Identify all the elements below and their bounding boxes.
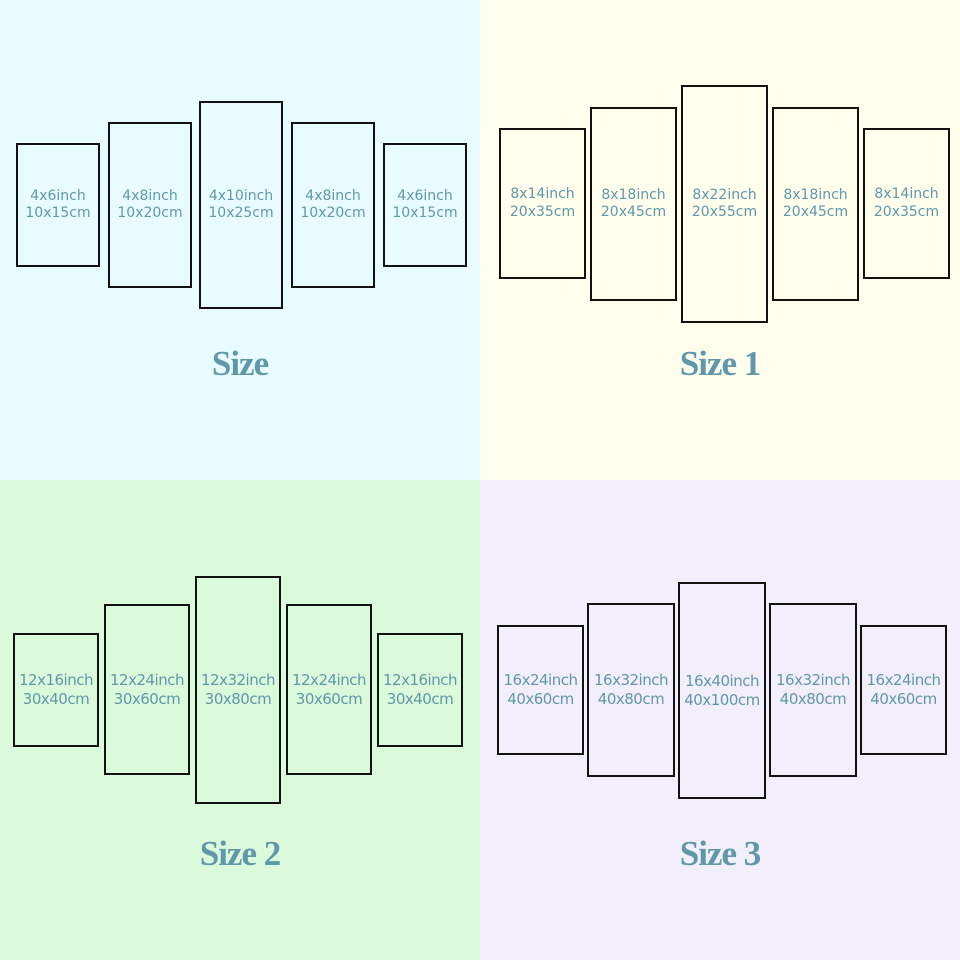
panel-label: 4x6inch 10x15cm	[392, 188, 457, 223]
canvas-panel: 12x16inch 30x40cm	[13, 633, 99, 747]
size-title: Size 1	[679, 344, 762, 383]
panel-label: 12x16inch 30x40cm	[383, 671, 457, 709]
size-quadrant: 4x6inch 10x15cm 4x8inch 10x20cm 4x10inch…	[0, 0, 480, 480]
size-title: Size 2	[199, 834, 282, 873]
canvas-panel: 12x24inch 30x60cm	[104, 604, 190, 775]
panel-inch: 16x24inch	[866, 671, 941, 690]
canvas-panel: 4x6inch 10x15cm	[383, 143, 467, 267]
panel-cm: 10x25cm	[208, 205, 274, 221]
size-quadrant: 12x16inch 30x40cm 12x24inch 30x60cm 12x3…	[0, 480, 480, 960]
panel-inch: 4x8inch	[305, 187, 361, 204]
panel-cm: 40x60cm	[870, 690, 937, 708]
panel-cm: 10x20cm	[117, 205, 183, 221]
canvas-panel: 8x14inch 20x35cm	[863, 128, 950, 279]
panel-cm: 30x60cm	[113, 689, 181, 708]
panel-inch: 12x16inch	[383, 671, 457, 690]
panel-inch: 4x8inch	[122, 187, 178, 204]
panel-label: 4x6inch 10x15cm	[25, 188, 90, 223]
panel-inch: 16x32inch	[594, 671, 668, 690]
panel-label: 16x24inch 40x60cm	[504, 671, 578, 709]
canvas-panel: 8x14inch 20x35cm	[499, 128, 586, 279]
panel-cm: 40x60cm	[507, 690, 574, 708]
panel-label: 12x32inch 30x80cm	[201, 671, 275, 709]
canvas-panel: 8x18inch 20x45cm	[590, 107, 677, 301]
panel-label: 16x32inch 40x80cm	[594, 671, 668, 709]
panel-cm: 30x40cm	[386, 690, 454, 708]
panel-inch: 8x14inch	[874, 186, 939, 202]
canvas-panel: 12x16inch 30x40cm	[377, 633, 463, 747]
panel-cm: 10x15cm	[25, 205, 91, 221]
panel-cm: 30x60cm	[295, 689, 363, 708]
canvas-panel: 16x40inch 40x100cm	[678, 582, 766, 799]
panel-label: 12x24inch 30x60cm	[292, 671, 366, 709]
size-quadrant: 16x24inch 40x60cm 16x32inch 40x80cm 16x4…	[480, 480, 960, 960]
panel-label: 8x18inch 20x45cm	[783, 187, 848, 222]
panel-cm: 20x55cm	[691, 204, 758, 220]
canvas-panel: 4x6inch 10x15cm	[16, 143, 100, 267]
panel-label: 4x8inch 10x20cm	[117, 188, 182, 223]
panel-cm: 40x80cm	[779, 690, 847, 708]
canvas-panel: 16x24inch 40x60cm	[497, 625, 584, 755]
panel-label: 4x8inch 10x20cm	[300, 188, 365, 223]
size-title: Size 3	[679, 834, 762, 873]
panel-inch: 12x16inch	[19, 671, 93, 690]
panel-cm: 20x35cm	[873, 203, 940, 220]
panel-inch: 4x10inch	[208, 187, 274, 204]
canvas-panel: 8x18inch 20x45cm	[772, 107, 859, 301]
size-quadrant: 8x14inch 20x35cm 8x18inch 20x45cm 8x22in…	[480, 0, 960, 480]
panel-inch: 4x6inch	[397, 187, 453, 204]
canvas-panel: 4x8inch 10x20cm	[291, 122, 375, 288]
canvas-panel: 8x22inch 20x55cm	[681, 85, 768, 323]
panel-inch: 16x24inch	[503, 671, 578, 690]
canvas-panel: 4x10inch 10x25cm	[199, 101, 283, 309]
panel-inch: 8x22inch	[692, 186, 757, 203]
canvas-panel: 4x8inch 10x20cm	[108, 122, 192, 288]
panel-label: 16x40inch 40x100cm	[684, 671, 760, 710]
panel-inch: 12x32inch	[201, 671, 275, 690]
panel-cm: 20x45cm	[782, 204, 849, 220]
panel-cm: 30x80cm	[204, 690, 272, 708]
panel-inch: 12x24inch	[110, 670, 184, 689]
panel-inch: 8x14inch	[510, 186, 575, 202]
panel-label: 16x24inch 40x60cm	[867, 671, 941, 709]
panel-label: 12x24inch 30x60cm	[110, 671, 184, 709]
panel-inch: 8x18inch	[601, 186, 666, 203]
panel-inch: 16x32inch	[776, 671, 850, 690]
panel-inch: 16x40inch	[685, 671, 759, 690]
canvas-panel: 16x24inch 40x60cm	[860, 625, 947, 755]
panel-label: 4x10inch 10x25cm	[208, 188, 273, 223]
panel-label: 8x18inch 20x45cm	[601, 187, 666, 222]
panel-cm: 40x100cm	[684, 690, 760, 709]
panel-cm: 20x45cm	[600, 204, 667, 220]
panel-cm: 40x80cm	[597, 690, 665, 708]
panel-cm: 10x15cm	[392, 205, 458, 221]
canvas-panel: 16x32inch 40x80cm	[587, 603, 675, 777]
canvas-panel: 16x32inch 40x80cm	[769, 603, 857, 777]
canvas-panel: 12x32inch 30x80cm	[195, 576, 281, 804]
canvas-panel: 12x24inch 30x60cm	[286, 604, 372, 775]
panel-label: 8x14inch 20x35cm	[874, 186, 939, 221]
panel-label: 16x32inch 40x80cm	[776, 671, 850, 709]
panel-cm: 30x40cm	[22, 690, 90, 708]
panel-inch: 4x6inch	[30, 187, 86, 204]
panel-inch: 12x24inch	[292, 670, 366, 689]
panel-inch: 8x18inch	[783, 186, 848, 203]
size-title: Size	[211, 344, 269, 383]
panel-cm: 10x20cm	[300, 205, 366, 221]
panel-label: 12x16inch 30x40cm	[19, 671, 93, 709]
panel-label: 8x22inch 20x55cm	[692, 187, 757, 222]
panel-cm: 20x35cm	[509, 203, 576, 220]
panel-label: 8x14inch 20x35cm	[510, 186, 575, 221]
